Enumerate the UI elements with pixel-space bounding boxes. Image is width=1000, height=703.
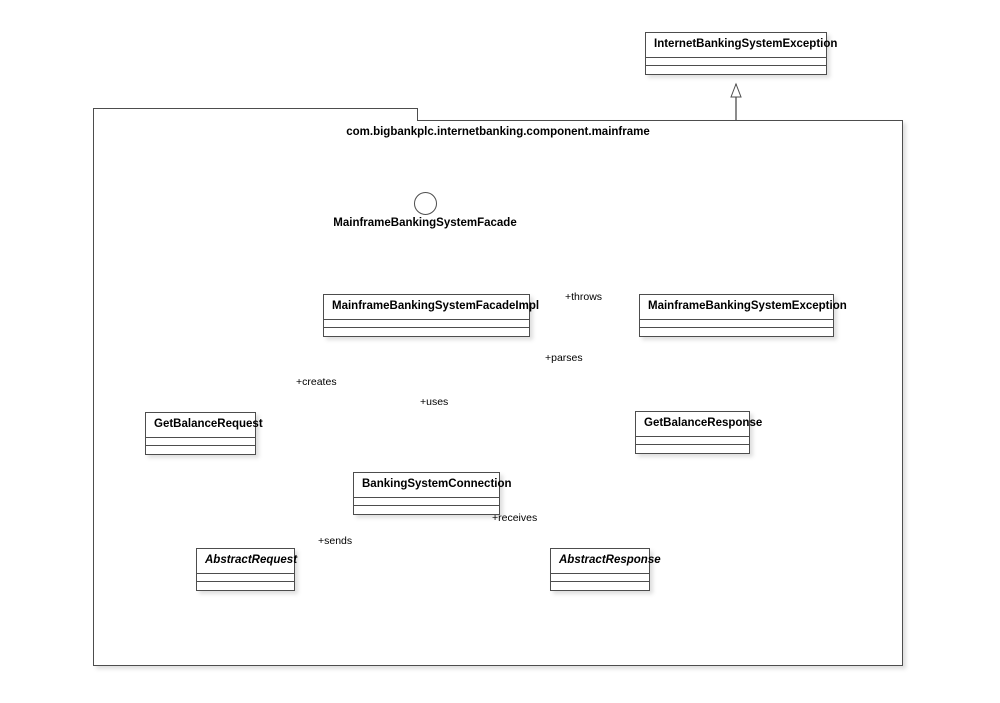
edge-label-sends: +sends (318, 535, 353, 547)
class-name: AbstractRequest (197, 549, 297, 574)
class-name: InternetBankingSystemException (646, 33, 837, 58)
class-attributes-compartment (636, 437, 749, 445)
class-name: GetBalanceRequest (146, 413, 263, 438)
edge-label-uses: +uses (420, 396, 449, 408)
class-mainframe-banking-system-facade-impl[interactable]: MainframeBankingSystemFacadeImpl (323, 294, 539, 337)
class-name: MainframeBankingSystemFacadeImpl (324, 295, 539, 320)
class-name: MainframeBankingSystemException (640, 295, 847, 320)
edge-label-parses: +parses (545, 352, 583, 364)
class-get-balance-request[interactable]: GetBalanceRequest (145, 412, 263, 455)
class-attributes-compartment (324, 320, 529, 328)
class-name: AbstractResponse (551, 549, 661, 574)
class-operations-compartment (146, 446, 255, 454)
class-attributes-compartment (640, 320, 833, 328)
class-attributes-compartment (646, 58, 826, 66)
class-operations-compartment (354, 506, 499, 514)
class-banking-system-connection[interactable]: BankingSystemConnection (353, 472, 512, 515)
class-get-balance-response[interactable]: GetBalanceResponse (635, 411, 762, 454)
class-attributes-compartment (197, 574, 294, 582)
class-operations-compartment (197, 582, 294, 590)
class-name: GetBalanceResponse (636, 412, 762, 437)
edge-label-receives: +receives (492, 512, 538, 524)
class-attributes-compartment (551, 574, 649, 582)
class-abstract-response[interactable]: AbstractResponse (550, 548, 661, 591)
class-internet-banking-system-exception[interactable]: InternetBankingSystemException (645, 32, 837, 75)
class-abstract-request[interactable]: AbstractRequest (196, 548, 297, 591)
package-label: com.bigbankplc.internetbanking.component… (346, 126, 650, 138)
class-operations-compartment (551, 582, 649, 590)
class-operations-compartment (636, 445, 749, 453)
class-operations-compartment (640, 328, 833, 336)
class-operations-compartment (646, 66, 826, 74)
class-mainframe-banking-system-exception[interactable]: MainframeBankingSystemException (639, 294, 847, 337)
edge-label-throws: +throws (565, 291, 603, 303)
provided-interface-label: MainframeBankingSystemFacade (333, 217, 517, 229)
class-attributes-compartment (146, 438, 255, 446)
provided-interface-icon (414, 192, 437, 215)
package-tab (93, 108, 418, 121)
class-operations-compartment (324, 328, 529, 336)
class-attributes-compartment (354, 498, 499, 506)
class-name: BankingSystemConnection (354, 473, 512, 498)
edge-label-creates: +creates (296, 376, 337, 388)
